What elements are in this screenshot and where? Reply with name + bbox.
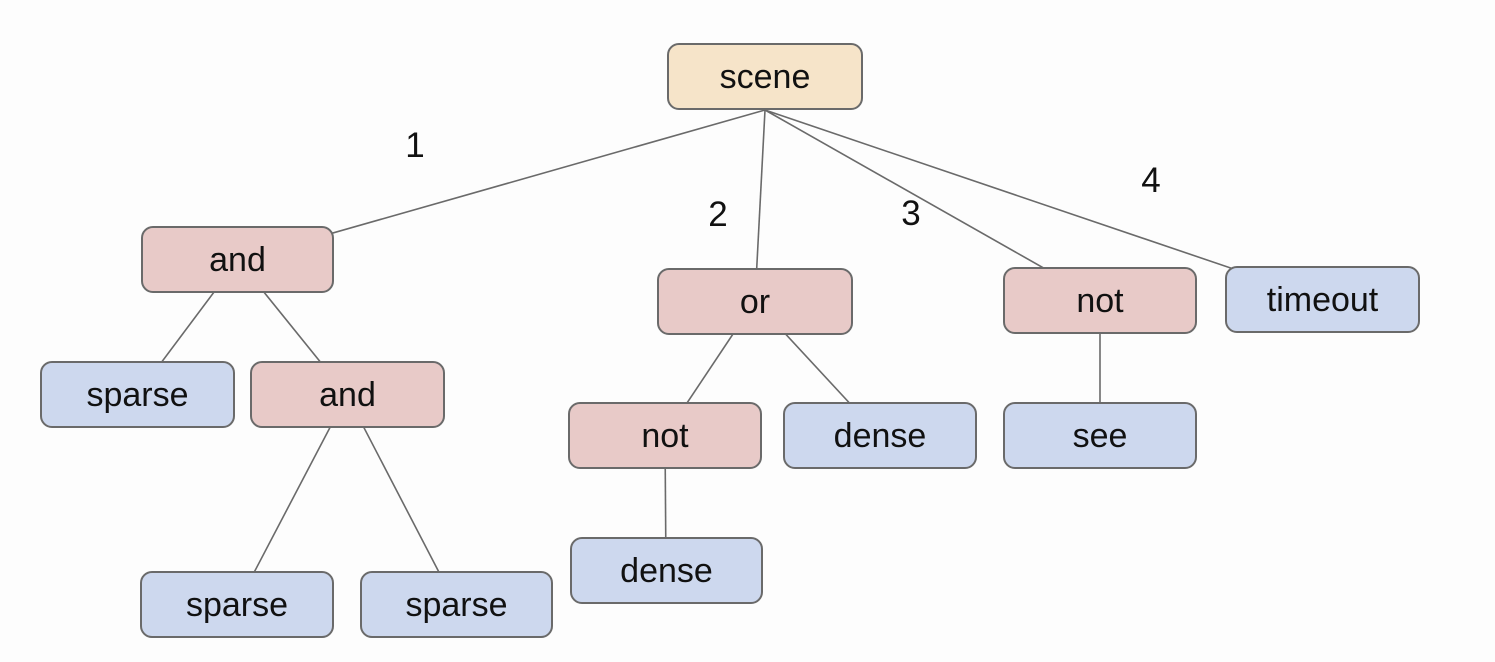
tree-node-and-2: and — [250, 361, 445, 428]
edge-number-label-1: 1 — [405, 126, 425, 165]
tree-node-or: or — [657, 268, 853, 335]
tree-node-sparse-3: sparse — [360, 571, 553, 638]
tree-node-sparse-1: sparse — [40, 361, 235, 428]
edge-number-label-2: 2 — [708, 195, 728, 234]
tree-node-timeout: timeout — [1225, 266, 1420, 333]
edge-number-label-3: 3 — [901, 194, 921, 233]
tree-node-dense-2: dense — [570, 537, 763, 604]
tree-node-see: see — [1003, 402, 1197, 469]
tree-node-scene: scene — [667, 43, 863, 110]
tree-node-and-1: and — [141, 226, 334, 293]
edge-and2-sparse3 — [346, 394, 457, 606]
tree-node-not-2: not — [568, 402, 762, 469]
tree-node-not-1: not — [1003, 267, 1197, 334]
edge-number-label-4: 4 — [1141, 161, 1161, 200]
edge-and2-sparse2 — [236, 394, 348, 606]
tree-node-sparse-2: sparse — [140, 571, 334, 638]
tree-node-dense-1: dense — [783, 402, 977, 469]
